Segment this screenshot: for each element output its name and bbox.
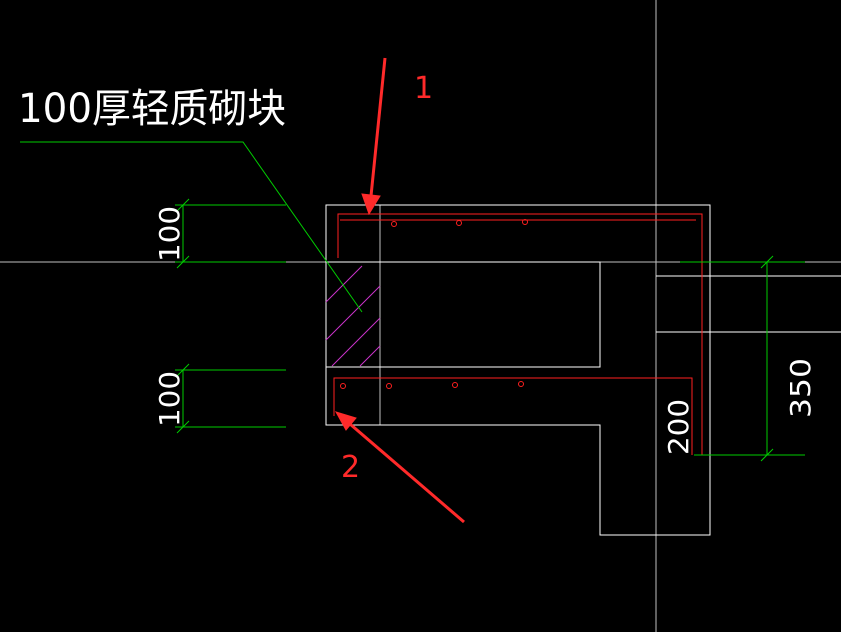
structure-outline bbox=[325, 204, 841, 536]
arrow-1-head bbox=[361, 193, 381, 216]
dim-tick bbox=[760, 448, 774, 462]
dim-tick bbox=[760, 255, 774, 269]
bottom-beam-rebar bbox=[333, 377, 693, 455]
annotation-arrows bbox=[334, 57, 465, 524]
rebar-dot bbox=[386, 383, 392, 389]
dim-tick bbox=[176, 420, 190, 434]
rebar-layout bbox=[333, 213, 703, 455]
arrow-1-shaft bbox=[369, 57, 387, 197]
top-beam-rebar bbox=[337, 213, 703, 455]
rebar-dot bbox=[456, 220, 462, 226]
hatch-line bbox=[359, 345, 381, 367]
dim-tick bbox=[176, 363, 190, 377]
beam-side-outline bbox=[656, 275, 841, 333]
marker-1-label: 1 bbox=[414, 71, 433, 106]
block-hatch bbox=[325, 265, 381, 367]
hatch-line bbox=[331, 317, 381, 367]
arrow-2-head bbox=[334, 411, 357, 431]
dim-tick bbox=[176, 255, 190, 269]
note-leader-line bbox=[20, 141, 363, 313]
material-note-label: 100厚轻质砌块 bbox=[18, 86, 286, 132]
dim-tick bbox=[176, 198, 190, 212]
dim-text-inner-right: 200 bbox=[662, 399, 695, 455]
arrow-2-shaft bbox=[349, 422, 465, 524]
dimension-lines bbox=[20, 141, 805, 462]
rebar-dot bbox=[340, 383, 346, 389]
rebar-dot bbox=[522, 219, 528, 225]
rebar-dot bbox=[518, 381, 524, 387]
hatch-line bbox=[325, 285, 381, 341]
rebar-dot bbox=[452, 382, 458, 388]
dim-text-outer-right: 350 bbox=[784, 358, 817, 418]
outer-concrete-outline bbox=[325, 204, 711, 536]
hatch-line bbox=[325, 265, 363, 303]
marker-2-label: 2 bbox=[341, 450, 360, 485]
dim-text-bottom-left: 100 bbox=[153, 371, 186, 427]
rebar-dot bbox=[391, 221, 397, 227]
dim-text-top-left: 100 bbox=[153, 206, 186, 262]
inner-opening-outline bbox=[326, 261, 601, 368]
